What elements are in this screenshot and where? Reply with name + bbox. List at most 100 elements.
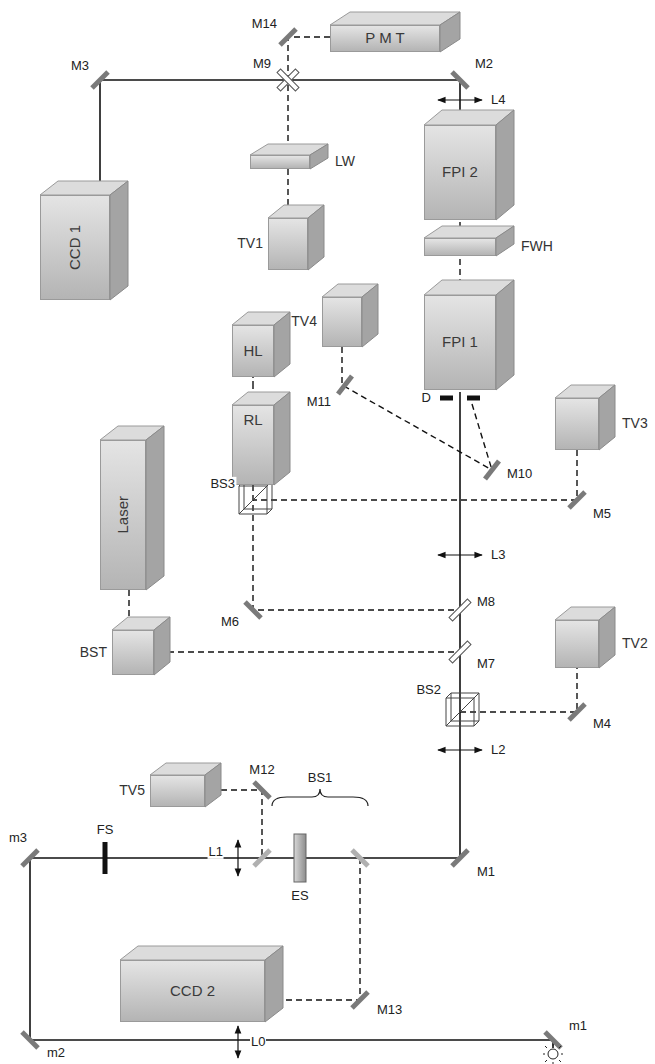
instrument-box: CCD 1	[40, 195, 110, 300]
diaphragm	[440, 396, 453, 401]
instrument-box: TV3	[555, 398, 599, 450]
mirror	[338, 376, 352, 394]
part-label: M6	[220, 615, 240, 629]
box-side	[599, 385, 615, 450]
mirror	[245, 602, 261, 618]
box-side	[110, 181, 128, 300]
tv3-beam	[253, 450, 577, 500]
instrument-box: Laser	[100, 440, 146, 590]
box-side	[274, 392, 290, 485]
lens	[438, 749, 482, 750]
box-side	[496, 110, 514, 220]
beam-splitter-plate	[449, 599, 471, 621]
instrument-name: TV4	[291, 314, 317, 329]
part-label: M4	[592, 717, 612, 731]
laser-beam	[168, 651, 460, 652]
output-beam	[100, 80, 460, 186]
instrument-name: LW	[335, 154, 355, 169]
instrument-box: FWH	[424, 238, 496, 256]
part-label: BS1	[307, 771, 334, 785]
mirror	[569, 704, 585, 720]
part-label: M11	[306, 395, 332, 409]
part-label: M9	[252, 57, 272, 71]
instrument-name: Laser	[115, 496, 132, 534]
box-side	[362, 284, 378, 347]
eyepiece-slab	[294, 834, 306, 882]
instrument-name: FPI 1	[442, 334, 478, 351]
part-label: BS3	[209, 477, 236, 491]
lens	[438, 554, 482, 555]
instrument-box: FPI 1	[424, 295, 496, 390]
mirror	[485, 461, 499, 479]
box-faces	[250, 155, 310, 169]
instrument-name: TV1	[237, 236, 263, 251]
box-side	[146, 426, 164, 590]
part-label: M7	[476, 657, 496, 671]
reference-beam	[253, 485, 460, 610]
instrument-box: TV5	[150, 775, 205, 807]
tv2-beam	[460, 668, 577, 712]
instrument-name: BST	[80, 645, 107, 660]
box-faces	[555, 620, 599, 668]
instrument-name: CCD 1	[67, 225, 84, 270]
part-label: M10	[506, 467, 533, 481]
box-top	[120, 946, 283, 960]
flip-mirror	[277, 69, 299, 91]
part-label: L1	[208, 845, 224, 859]
instrument-name: TV2	[622, 636, 648, 651]
main-beam	[30, 392, 553, 1048]
bracket	[272, 789, 368, 806]
light-source	[543, 1044, 563, 1064]
mirror	[254, 782, 270, 798]
box-faces	[555, 398, 599, 450]
part-label: M3	[70, 59, 90, 73]
part-label: FS	[96, 823, 115, 837]
instrument-box: HL	[232, 325, 274, 377]
instrument-name: CCD 2	[170, 983, 215, 1000]
part-label: m1	[568, 1019, 588, 1033]
box-side	[154, 617, 170, 675]
mirror	[569, 492, 585, 508]
instrument-box: TV2	[555, 620, 599, 668]
instrument-name: TV5	[119, 783, 145, 798]
mirror	[280, 29, 296, 45]
part-label: M1	[476, 865, 496, 879]
lens	[237, 840, 238, 876]
mirror	[92, 72, 108, 88]
tv5-beam	[221, 790, 262, 858]
flip-mirror	[277, 69, 299, 91]
box-side	[308, 205, 324, 270]
box-side	[440, 12, 460, 52]
part-label: M14	[251, 17, 278, 31]
box-side	[205, 763, 221, 807]
part-label: L3	[490, 548, 506, 562]
instrument-box: TV4	[322, 297, 362, 347]
part-label: M13	[376, 1003, 403, 1017]
instrument-name: FPI 2	[442, 164, 478, 181]
instrument-name: P M T	[365, 30, 404, 47]
box-top	[330, 12, 460, 25]
instrument-name: RL	[243, 412, 262, 429]
beam-splitter-cube	[446, 693, 479, 726]
part-label: M5	[592, 507, 612, 521]
lens	[237, 1026, 238, 1058]
instrument-box: RL	[232, 405, 274, 485]
part-label: m2	[46, 1046, 66, 1060]
box-faces	[268, 218, 308, 270]
box-side	[496, 280, 514, 390]
diaphragm	[467, 396, 480, 401]
mirror	[22, 850, 38, 866]
instrument-box: TV1	[268, 218, 308, 270]
instrument-box: BST	[112, 630, 154, 675]
part-label: M2	[474, 57, 494, 71]
instrument-name: TV3	[622, 416, 648, 431]
box-side	[265, 946, 283, 1022]
box-faces	[424, 238, 496, 256]
reflected-beam	[472, 404, 492, 470]
mirror	[452, 72, 468, 88]
part-label: L0	[250, 1035, 266, 1049]
instrument-name: HL	[243, 343, 262, 360]
part-label: m3	[8, 831, 28, 845]
